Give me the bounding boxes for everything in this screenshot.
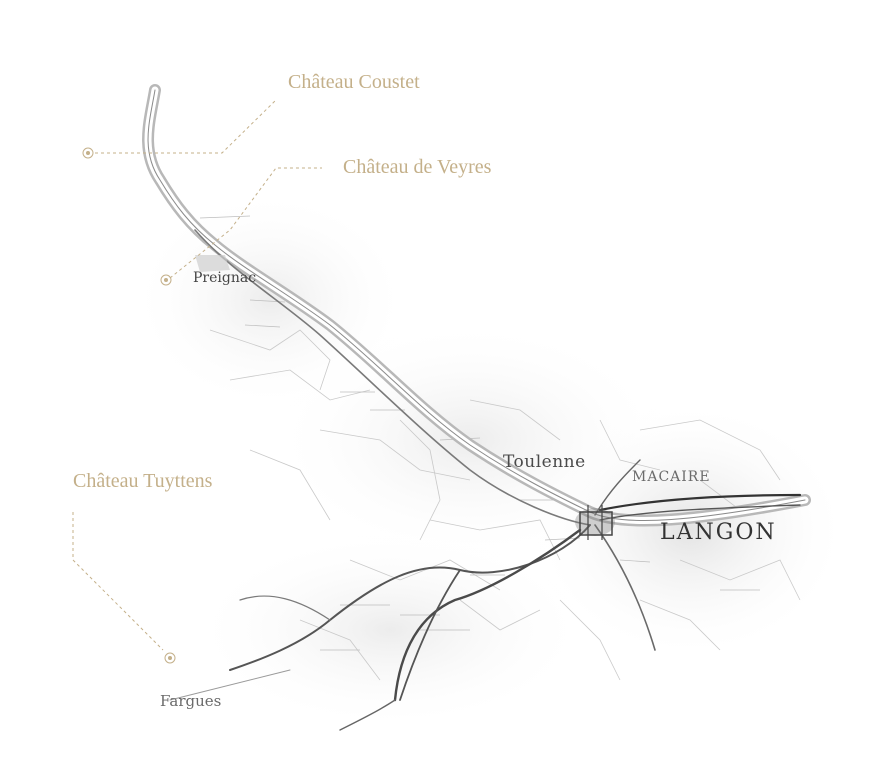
marker-veyres[interactable] <box>160 274 172 286</box>
river-garonne <box>142 84 811 527</box>
map-label-macaire: MACAIRE <box>632 469 711 485</box>
leader-veyres <box>169 167 322 279</box>
callout-chateau-tuyttens[interactable]: Château Tuyttens <box>73 470 213 492</box>
marker-tuyttens[interactable] <box>164 652 176 664</box>
map-label-langon: LANGON <box>660 520 777 545</box>
leader-coustet <box>95 99 277 154</box>
map-label-fargues: Fargues <box>160 692 222 710</box>
roads <box>169 229 802 731</box>
map-label-preignac: Preignac <box>193 270 257 286</box>
marker-coustet[interactable] <box>82 147 94 159</box>
preignac-town-block <box>195 255 230 272</box>
parcel-lines <box>209 329 801 681</box>
langon-town-block <box>575 505 615 540</box>
map-haze-south <box>190 530 590 730</box>
leader-tuyttens <box>72 512 164 651</box>
callout-chateau-de-veyres[interactable]: Château de Veyres <box>343 156 492 178</box>
callout-leaders <box>72 99 322 651</box>
map-label-toulenne: Toulenne <box>503 452 586 472</box>
callout-chateau-coustet[interactable]: Château Coustet <box>288 71 420 93</box>
